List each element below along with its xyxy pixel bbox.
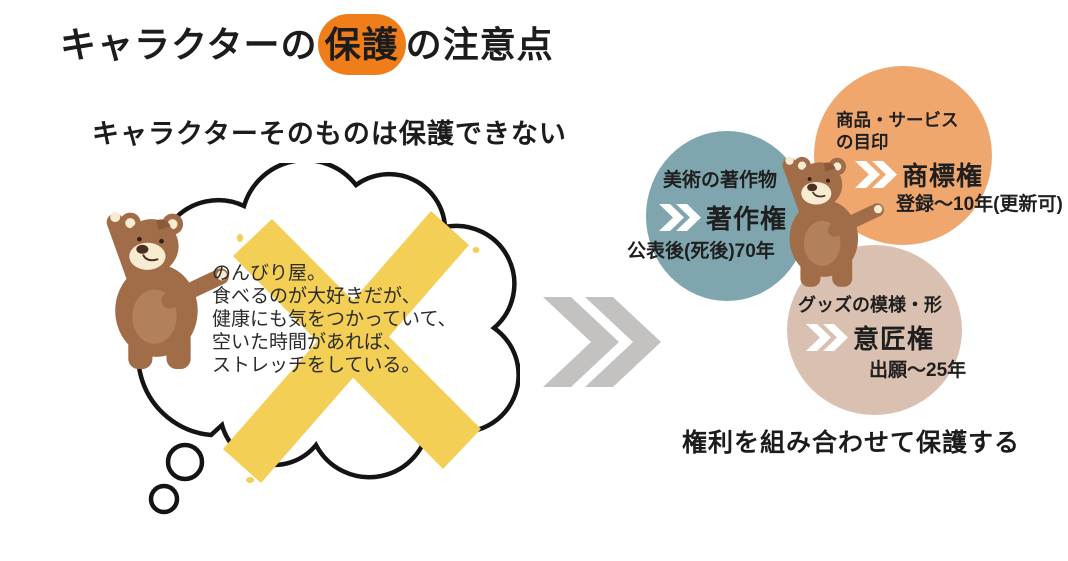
trademark-qualifier-line2: の目印 (836, 132, 889, 152)
profile-line: 健康にも気をつかっていて、 (212, 309, 457, 330)
page-title: キャラクターの保護の注意点 (60, 14, 554, 76)
copyright-name: 著作権 (706, 204, 788, 234)
warning-label: キャラクターそのものは保護できない (92, 119, 567, 149)
brush-x-icon (223, 211, 481, 483)
trademark-qualifier: 商品・サービス の目印 (836, 109, 959, 153)
trademark-qualifier-line1: 商品・サービス (836, 110, 959, 130)
double-chevron-icon (806, 324, 848, 351)
profile-line: 空いた時間があれば、 (212, 332, 403, 353)
title-post: の注意点 (405, 24, 554, 65)
design-name-row: 意匠権 (806, 319, 934, 356)
copyright-duration: 公表後(死後)70年 (627, 241, 775, 262)
conclusion-label: 権利を組み合わせて保護する (682, 429, 1021, 457)
profile-line: のんびり屋。 (212, 263, 327, 284)
design-name: 意匠権 (853, 324, 935, 354)
trademark-name: 商標権 (902, 161, 984, 191)
copyright-qualifier: 美術の著作物 (663, 170, 778, 191)
double-chevron-icon (659, 204, 701, 231)
title-pre: キャラクターの (60, 24, 318, 65)
copyright-name-row: 著作権 (659, 199, 787, 236)
profile-line: ストレッチをしている。 (212, 355, 421, 376)
trademark-duration: 登録〜10年(更新可) (896, 194, 1063, 215)
profile-line: 食べるのが大好きだが、 (212, 286, 421, 307)
title-highlight-badge: 保護 (317, 14, 406, 75)
character-profile-text: のんびり屋。 食べるのが大好きだが、 健康にも気をつかっていて、 空いた時間があ… (212, 262, 457, 377)
design-qualifier: グッズの模様・形 (798, 295, 942, 315)
design-duration: 出願〜25年 (869, 360, 967, 381)
trademark-name-row: 商標権 (855, 156, 983, 193)
double-chevron-right-icon (543, 297, 661, 387)
double-chevron-icon (855, 161, 897, 188)
